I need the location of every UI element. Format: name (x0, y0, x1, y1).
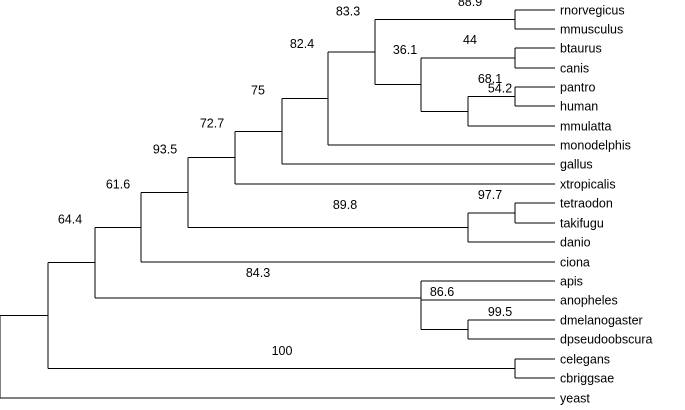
leaf-label: btaurus (560, 42, 602, 56)
leaf-label: ciona (560, 256, 590, 270)
support-value: 72.7 (200, 116, 224, 130)
support-value: 86.6 (430, 285, 454, 299)
support-value: 54.2 (488, 82, 512, 96)
leaf-label: tetraodon (560, 197, 613, 211)
leaf-label: anopheles (560, 294, 618, 308)
leaf-label: human (560, 100, 598, 114)
leaf-label: cbriggsae (560, 372, 614, 386)
leaf-label: dmelanogaster (560, 314, 643, 328)
leaf-label: canis (560, 62, 589, 76)
support-value: 64.4 (58, 212, 82, 226)
support-value: 83.3 (336, 5, 360, 19)
leaf-label: danio (560, 236, 591, 250)
support-value: 61.6 (106, 178, 130, 192)
leaf-label: gallus (560, 158, 593, 172)
support-value: 68.1 (478, 72, 502, 86)
support-value: 82.4 (290, 37, 314, 51)
support-value: 36.1 (393, 43, 417, 57)
support-value: 88.9 (458, 0, 482, 9)
support-value: 75 (251, 84, 265, 98)
leaf-label: apis (560, 275, 583, 289)
leaf-label: dpseudoobscura (560, 333, 652, 347)
leaf-label: monodelphis (560, 139, 631, 153)
support-value: 44 (463, 33, 477, 47)
support-value: 93.5 (153, 143, 177, 157)
leaf-label: takifugu (560, 217, 604, 231)
support-value: 89.8 (333, 198, 357, 212)
support-value: 97.7 (478, 188, 502, 202)
leaf-label: yeast (560, 392, 590, 406)
leaf-label: xtropicalis (560, 178, 616, 192)
leaf-label: mmulatta (560, 120, 611, 134)
leaf-label: mmusculus (560, 23, 623, 37)
support-value: 84.3 (246, 266, 270, 280)
support-value: 100 (272, 344, 293, 358)
leaf-label: rnorvegicus (560, 4, 625, 18)
leaf-label: celegans (560, 353, 610, 367)
leaf-label: pantro (560, 81, 595, 95)
support-value: 99.5 (488, 305, 512, 319)
